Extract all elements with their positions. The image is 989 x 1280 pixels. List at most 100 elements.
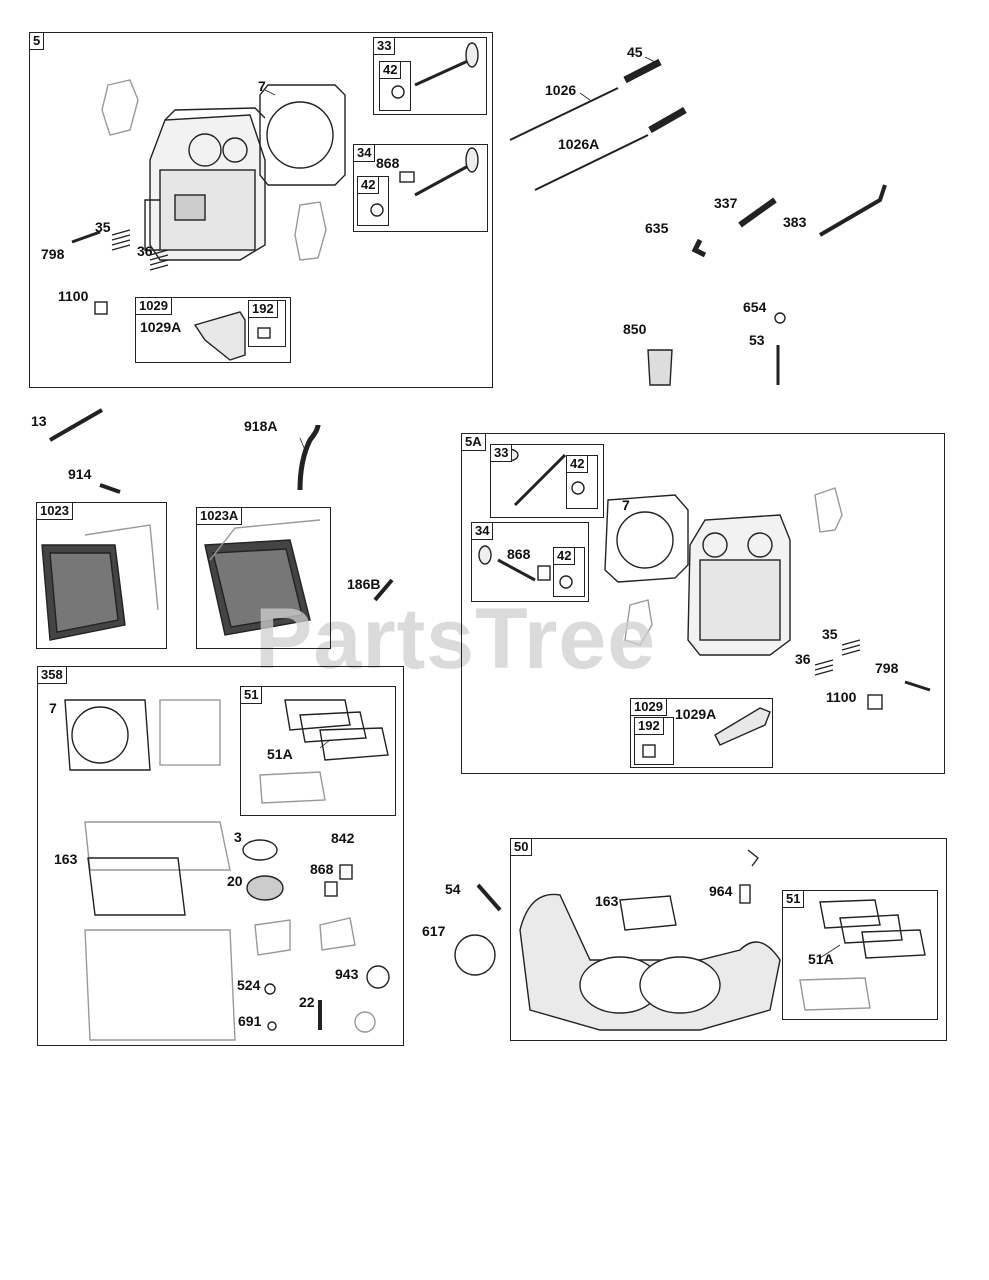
part-label[interactable]: 36: [795, 651, 811, 667]
part-label[interactable]: 1026A: [558, 136, 600, 152]
part-label[interactable]: 798: [875, 660, 899, 676]
spring-drawing: [111, 229, 169, 271]
group-tag: 51: [240, 686, 263, 704]
part-label[interactable]: 3: [234, 829, 242, 845]
keeper-42-drawing: [391, 85, 405, 99]
part-label[interactable]: 7: [622, 497, 630, 513]
part-label[interactable]: 54: [445, 881, 461, 897]
group-5[interactable]: 5: [29, 32, 493, 388]
part-label[interactable]: 1029A: [675, 706, 717, 722]
part-label[interactable]: 7: [258, 78, 266, 94]
part-label[interactable]: 798: [41, 246, 65, 262]
fitting-186B-drawing: [373, 578, 394, 602]
group-358[interactable]: 358: [37, 666, 404, 1046]
part-label[interactable]: 51A: [267, 746, 293, 762]
valve-cover-1023A-drawing: [204, 519, 321, 636]
part-label[interactable]: 186B: [347, 576, 381, 592]
group-50-51[interactable]: 51: [782, 890, 938, 1020]
group-tag: 192: [634, 717, 664, 735]
part-label[interactable]: 13: [31, 413, 47, 429]
intake-manifold-drawing: [519, 849, 781, 1031]
part-label[interactable]: 964: [709, 883, 733, 899]
part-label[interactable]: 337: [714, 195, 738, 211]
part-label[interactable]: 35: [95, 219, 111, 235]
part-label[interactable]: 383: [783, 214, 807, 230]
valve-34-stem: [414, 163, 471, 197]
group-34[interactable]: 34: [353, 144, 488, 232]
guide-868-drawing: [399, 171, 415, 183]
pushrod-1026A-drawing: [534, 134, 649, 191]
group-tag: 1023: [36, 502, 73, 520]
group-1029-192[interactable]: 192: [248, 300, 286, 347]
gasket-ghost-2: [294, 201, 327, 261]
group-tag: 42: [553, 547, 576, 565]
watermark: PartsTree: [255, 591, 657, 687]
group-1023A[interactable]: 1023A: [196, 507, 331, 649]
group-33[interactable]: 33: [373, 37, 487, 115]
group-33-42[interactable]: 42: [379, 61, 411, 111]
part-label[interactable]: 868: [310, 861, 334, 877]
part-label[interactable]: 691: [238, 1013, 262, 1029]
part-label[interactable]: 35: [822, 626, 838, 642]
part-label[interactable]: 914: [68, 466, 92, 482]
rocker-5A-drawing: [714, 707, 771, 746]
group-5A-33[interactable]: 33: [490, 444, 604, 518]
spark-plug-drawing: [738, 197, 777, 228]
cylinder-head-5A-drawing: [604, 487, 843, 656]
part-label[interactable]: 45: [627, 44, 643, 60]
part-label[interactable]: 842: [331, 830, 355, 846]
group-tag: 5: [29, 32, 45, 50]
sealant-tube-drawing: [647, 349, 673, 386]
part-label[interactable]: 635: [645, 220, 669, 236]
gasket-set-358-drawing: [64, 699, 390, 1041]
part-label[interactable]: 868: [507, 546, 531, 562]
group-34-42[interactable]: 42: [357, 176, 389, 226]
group-5A[interactable]: 5A: [461, 433, 945, 774]
part-label[interactable]: 617: [422, 923, 446, 939]
part-label[interactable]: 1100: [58, 288, 89, 304]
part-label[interactable]: 22: [299, 994, 315, 1010]
part-label[interactable]: 868: [376, 155, 400, 171]
part-label[interactable]: 850: [623, 321, 647, 337]
group-tag: 51: [782, 890, 805, 908]
clip-1100-drawing: [94, 301, 108, 315]
group-5A-33-42[interactable]: 42: [566, 455, 598, 509]
part-label[interactable]: 7: [49, 700, 57, 716]
part-label[interactable]: 1100: [826, 689, 857, 705]
gasket-ghost-1: [101, 79, 139, 136]
group-5A-1029[interactable]: 1029: [630, 698, 773, 768]
group-1029[interactable]: 1029: [135, 297, 291, 363]
group-tag: 358: [37, 666, 67, 684]
part-label[interactable]: 20: [227, 873, 243, 889]
part-label[interactable]: 36: [137, 243, 153, 259]
part-label[interactable]: 1029A: [140, 319, 182, 335]
group-358-51[interactable]: 51: [240, 686, 396, 816]
part-label[interactable]: 1026: [545, 82, 577, 98]
part-label[interactable]: 943: [335, 966, 359, 982]
lifter-45-drawing: [623, 58, 662, 84]
group-tag: 5A: [461, 433, 486, 451]
cylinder-head-drawing: [144, 107, 266, 261]
part-label[interactable]: 654: [743, 299, 767, 315]
group-5A-34[interactable]: 34: [471, 522, 589, 602]
part-label[interactable]: 51A: [808, 951, 834, 967]
part-label[interactable]: 163: [54, 851, 78, 867]
group-5A-1029-192[interactable]: 192: [634, 717, 674, 765]
group-5A-34-42[interactable]: 42: [553, 547, 585, 597]
group-tag: 1023A: [196, 507, 243, 525]
part-label[interactable]: 918A: [244, 418, 278, 434]
part-label[interactable]: 163: [595, 893, 619, 909]
group-tag: 34: [353, 144, 376, 162]
gasket-617-drawing: [454, 934, 496, 976]
part-label[interactable]: 53: [749, 332, 765, 348]
bolt-798-drawing: [71, 230, 101, 244]
part-label[interactable]: 524: [237, 977, 261, 993]
group-tag: 192: [248, 300, 278, 318]
group-50[interactable]: 50: [510, 838, 947, 1041]
bolt-54-drawing: [476, 883, 502, 912]
rocker-arm-drawing: [193, 311, 246, 361]
group-1023[interactable]: 1023: [36, 502, 167, 649]
boot-635-drawing: [691, 238, 707, 258]
group-tag: 42: [379, 61, 402, 79]
